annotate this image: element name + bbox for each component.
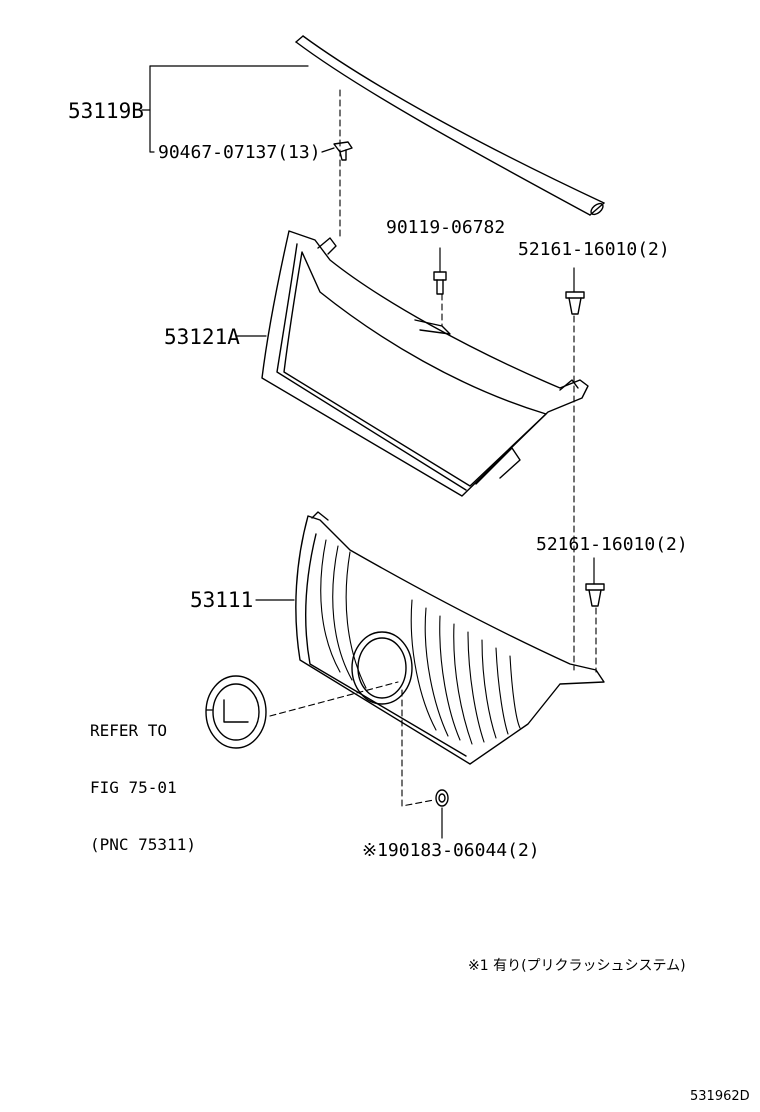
clip-52161-upper-drawing bbox=[565, 291, 585, 315]
label-nut: ※190183-06044(2) bbox=[362, 840, 540, 861]
label-grille: 53111 bbox=[190, 588, 254, 612]
leader-lines bbox=[141, 65, 595, 839]
label-clip-upper: 52161-16010(2) bbox=[518, 239, 670, 260]
illustration-id: 531962D bbox=[690, 1089, 750, 1104]
emblem-drawing bbox=[205, 675, 267, 749]
emblem-reference-note: REFER TO FIG 75-01 (PNC 75311) bbox=[90, 683, 196, 873]
clip-52161-lower-drawing bbox=[585, 583, 605, 607]
grille-frame-drawing bbox=[261, 230, 589, 497]
bolt-90119-drawing bbox=[433, 271, 447, 295]
footnote: ※1 有り(プリクラッシュシステム) bbox=[468, 958, 686, 974]
nut-90183-drawing bbox=[435, 789, 449, 807]
label-clip-lower: 52161-16010(2) bbox=[536, 534, 688, 555]
reference-line-3: (PNC 75311) bbox=[90, 835, 196, 854]
emblem-opening bbox=[351, 631, 413, 705]
reference-line-1: REFER TO bbox=[90, 721, 168, 740]
label-bolt: 90119-06782 bbox=[386, 217, 506, 238]
clip-90467-drawing bbox=[333, 141, 353, 161]
alignment-lines bbox=[269, 89, 597, 807]
label-clip: 90467-07137(13) bbox=[158, 142, 321, 163]
grille-body-drawing bbox=[295, 511, 605, 765]
label-frame: 53121A bbox=[164, 325, 240, 349]
label-moulding: 53119B bbox=[68, 99, 144, 123]
upper-moulding-drawing bbox=[295, 35, 605, 216]
reference-line-2: FIG 75-01 bbox=[90, 778, 177, 797]
grille-slats bbox=[320, 539, 521, 745]
